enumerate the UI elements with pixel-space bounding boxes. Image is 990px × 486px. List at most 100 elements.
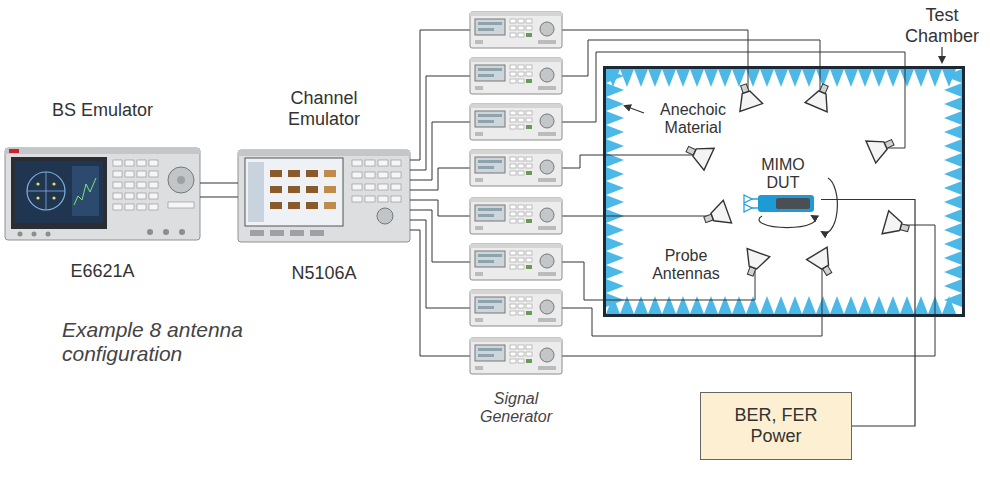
anechoic-wedge — [914, 69, 928, 87]
illustration-part — [125, 193, 134, 199]
anechoic-wedge — [944, 251, 962, 265]
bs-emulator-instrument — [5, 148, 200, 240]
anechoic-wedge — [606, 251, 624, 265]
illustration-part — [324, 170, 336, 209]
anechoic-wedge — [886, 296, 900, 314]
illustration-part — [470, 290, 562, 326]
illustration-part — [807, 247, 840, 280]
illustration-part — [822, 178, 837, 233]
illustration-part — [168, 167, 194, 193]
anechoic-wedge — [746, 296, 760, 314]
anechoic-wedge — [944, 195, 962, 209]
anechoic-wedge — [944, 97, 962, 111]
connector-line — [200, 182, 238, 183]
illustration-part — [245, 158, 343, 226]
illustration-part — [36, 182, 39, 185]
antenna-label: Probe Antennas — [648, 247, 724, 284]
illustration-part — [378, 160, 388, 166]
illustration-part — [137, 182, 146, 188]
anechoic-wedge — [802, 296, 816, 314]
illustration-part — [562, 155, 700, 168]
anechoic-wedge — [606, 69, 624, 83]
illustration-part — [377, 208, 393, 224]
illustration-part — [270, 170, 318, 209]
instrument-node: Channel EmulatorN5106A — [238, 88, 410, 284]
anechoic-wedge — [802, 69, 816, 87]
anechoic-wedge — [928, 69, 942, 87]
illustration-part — [701, 200, 732, 231]
illustration-part — [270, 202, 282, 209]
illustration-part — [470, 244, 562, 280]
illustration-part — [248, 162, 264, 222]
anechoic-wedge — [774, 69, 788, 87]
anechoic-wedge — [872, 296, 886, 314]
anechoic-wedge — [944, 167, 962, 181]
anechoic-wedge — [690, 296, 704, 314]
anechoic-wedge — [944, 125, 962, 139]
illustration-part — [288, 170, 300, 177]
illustration-part — [562, 225, 935, 356]
anechoic-wedge — [648, 69, 662, 87]
illustration-part — [744, 204, 752, 212]
illustration-part — [238, 150, 410, 156]
illustration-part — [113, 182, 122, 188]
anechoic-wedge — [704, 296, 718, 314]
anechoic-wedge — [676, 69, 690, 87]
anechoic-wedge — [944, 209, 962, 223]
illustration-part — [113, 160, 122, 166]
anechoic-wedge — [788, 69, 802, 87]
illustration-part — [562, 40, 820, 98]
illustration-part — [562, 216, 718, 217]
illustration-part — [125, 182, 134, 188]
anechoic-wedge — [606, 167, 624, 181]
illustration-part — [163, 229, 169, 235]
illustration-part — [5, 148, 200, 154]
anechoic-wedge — [858, 296, 872, 314]
illustration-part — [238, 150, 410, 242]
illustration-part — [147, 229, 153, 235]
illustration-part — [758, 195, 814, 212]
anechoic-wedge — [606, 97, 624, 111]
illustration-part — [113, 193, 122, 199]
anechoic-wedge — [634, 69, 648, 87]
illustration-part — [410, 210, 470, 262]
material-label: Anechoic Material — [647, 101, 739, 138]
rf-cable — [410, 30, 470, 356]
anechoic-wedge — [830, 296, 844, 314]
anechoic-wedge — [606, 125, 624, 139]
illustration-part — [18, 232, 23, 237]
anechoic-wedge — [944, 153, 962, 167]
illustration-part — [391, 172, 401, 178]
illustration-part — [52, 182, 55, 185]
channel-emulator-instrument — [238, 150, 410, 242]
anechoic-wedge — [900, 69, 914, 87]
illustration-part — [306, 186, 318, 193]
illustration-part — [410, 122, 470, 180]
node-title: Channel Emulator — [274, 88, 374, 129]
model-number: E6621A — [70, 261, 134, 282]
anechoic-wedge — [872, 69, 886, 87]
anechoic-wedge — [760, 296, 774, 314]
illustration-part — [137, 160, 146, 166]
illustration-part — [365, 184, 375, 190]
illustration-part — [149, 171, 158, 177]
illustration-part — [378, 196, 388, 202]
illustration-part — [149, 182, 158, 188]
anechoic-wedge — [704, 69, 718, 87]
illustration-part — [470, 198, 562, 234]
illustration-part — [744, 195, 752, 203]
illustration-part — [759, 216, 815, 228]
anechoic-wedge — [944, 265, 962, 279]
anechoic-wedge — [732, 296, 746, 314]
anechoic-wedge — [944, 279, 962, 293]
anechoic-material — [606, 69, 962, 314]
node-title: BER, FER Power — [726, 405, 826, 446]
illustration-part — [410, 220, 470, 308]
illustration-part — [739, 248, 770, 279]
result-box: BER, FER Power — [700, 392, 852, 460]
illustration-part — [470, 12, 562, 48]
illustration-part — [805, 80, 836, 111]
illustration-part — [306, 202, 318, 209]
anechoic-wedge — [676, 296, 690, 314]
connector-line — [200, 196, 238, 197]
